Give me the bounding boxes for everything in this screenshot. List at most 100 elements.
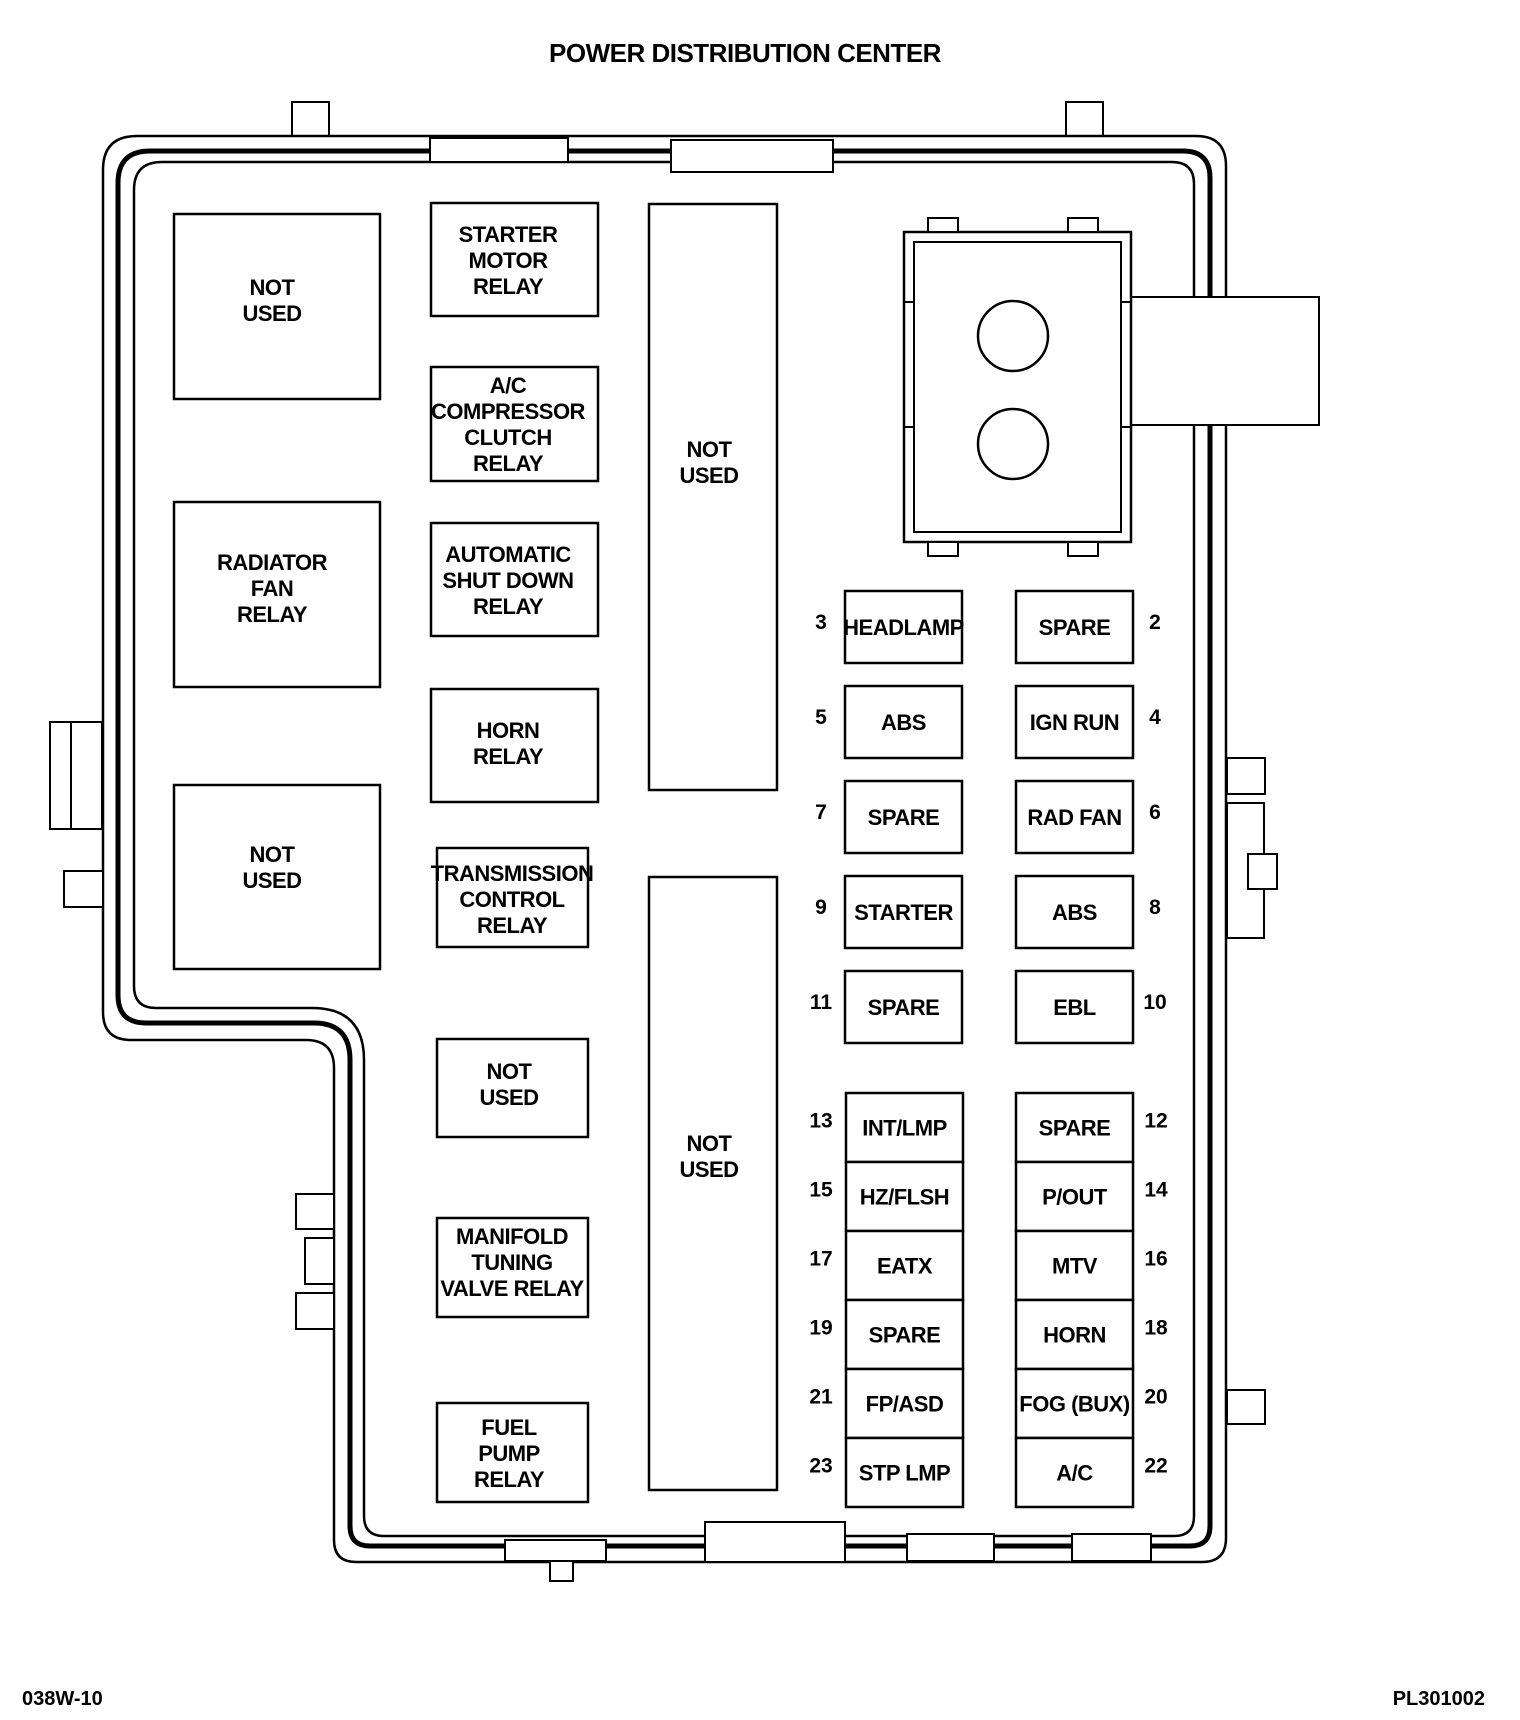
fuse-8: ABS 8: [1014, 874, 1161, 950]
fuse-label: STP LMP: [859, 1461, 950, 1486]
relay-label: NOT: [687, 437, 733, 462]
relay-transmission-control: TRANSMISSION CONTROL RELAY: [431, 846, 594, 949]
fuse-number: 20: [1144, 1386, 1167, 1409]
relay-label: USED: [242, 868, 301, 893]
relay-label: COMPRESSOR: [431, 399, 586, 424]
fuse-number: 12: [1144, 1110, 1167, 1133]
fuse-label: EBL: [1053, 995, 1096, 1020]
fuse-label: RAD FAN: [1027, 805, 1121, 830]
fuse-label: ABS: [1052, 900, 1097, 925]
relay-not-used-top: NOT USED: [172, 212, 382, 401]
fuse-label: SPARE: [1039, 615, 1111, 640]
relay-label: NOT: [687, 1131, 733, 1156]
relay-label: USED: [479, 1085, 538, 1110]
fuse-label: P/OUT: [1042, 1185, 1108, 1210]
relay-radiator-fan: RADIATOR FAN RELAY: [172, 500, 382, 689]
fuse-number: 2: [1149, 611, 1161, 634]
relay-ac-compressor-clutch: A/C COMPRESSOR CLUTCH RELAY: [429, 365, 600, 483]
fuse-4: IGN RUN 4: [1014, 684, 1161, 760]
fuse-label: EATX: [877, 1254, 933, 1279]
block-not-used-lower: NOT USED: [647, 875, 779, 1492]
relay-label: NOT: [250, 275, 296, 300]
footer-right-code: PL301002: [1393, 1688, 1485, 1710]
circuit-breaker-connector: [902, 217, 1320, 557]
relay-label: USED: [679, 463, 738, 488]
relay-label: RELAY: [237, 602, 308, 627]
block-not-used-upper: NOT USED: [647, 202, 779, 792]
relay-horn: HORN RELAY: [429, 687, 600, 804]
fuse-number: 8: [1149, 896, 1161, 919]
relay-label: RELAY: [473, 594, 544, 619]
fuse-number: 7: [815, 801, 827, 824]
fuse-label: SPARE: [869, 1323, 941, 1348]
relay-label: FUEL: [481, 1415, 537, 1440]
relay-label: USED: [679, 1157, 738, 1182]
fuse-number: 15: [809, 1179, 833, 1202]
fuse-number: 9: [815, 896, 827, 919]
relay-label: RELAY: [474, 1467, 545, 1492]
fuse-label: IGN RUN: [1030, 710, 1119, 735]
fuse-label: SPARE: [1039, 1116, 1111, 1141]
fuse-6: RAD FAN 6: [1014, 779, 1161, 855]
relay-label: NOT: [487, 1059, 533, 1084]
fuse-9: STARTER 9: [815, 874, 964, 950]
relay-label: SHUT DOWN: [442, 568, 573, 593]
relay-automatic-shut-down: AUTOMATIC SHUT DOWN RELAY: [429, 521, 600, 638]
fuse-label: STARTER: [854, 900, 953, 925]
fuse-label: A/C: [1056, 1461, 1093, 1486]
fuse-number: 6: [1149, 801, 1161, 824]
fuse-number: 19: [809, 1317, 832, 1340]
diagram-title: POWER DISTRIBUTION CENTER: [549, 38, 942, 68]
relay-label: RELAY: [473, 744, 544, 769]
terminal-circle: [976, 299, 1050, 373]
fuse-21: FP/ASD 21: [809, 1367, 965, 1440]
relay-label: TUNING: [471, 1250, 552, 1275]
fuse-number: 13: [809, 1110, 832, 1133]
relay-label: RELAY: [477, 913, 548, 938]
fuse-10: EBL 10: [1014, 969, 1167, 1045]
fuse-number: 17: [809, 1248, 832, 1271]
relay-label: A/C: [490, 373, 527, 398]
relay-not-used-mid: NOT USED: [172, 783, 382, 971]
relay-label: RELAY: [473, 274, 544, 299]
relay-label: RELAY: [473, 451, 544, 476]
fuse-2: SPARE 2: [1014, 589, 1161, 665]
fuse-label: HEADLAMP: [843, 615, 964, 640]
fuse-label: FP/ASD: [866, 1392, 944, 1417]
fuse-number: 4: [1149, 706, 1161, 729]
relay-label: TRANSMISSION: [431, 861, 594, 886]
relay-label: RADIATOR: [217, 550, 328, 575]
relay-fuel-pump: FUEL PUMP RELAY: [435, 1401, 590, 1504]
fuse-number: 21: [809, 1386, 833, 1409]
housing-notches: [429, 137, 1152, 1582]
relay-label: USED: [242, 301, 301, 326]
fuse-20: FOG (BUX)20: [1014, 1367, 1168, 1440]
housing-side-tabs: [49, 721, 1278, 1425]
relay-label: CONTROL: [459, 887, 564, 912]
relay-label: NOT: [250, 842, 296, 867]
relay-label: STARTER: [459, 222, 558, 247]
terminal-circle: [976, 407, 1050, 481]
fuse-12: SPARE 12: [1014, 1091, 1168, 1164]
fuse-11: SPARE 11: [810, 969, 964, 1045]
fuse-number: 10: [1143, 991, 1166, 1014]
fuse-label: SPARE: [868, 995, 940, 1020]
fuse-number: 11: [810, 991, 833, 1014]
fuse-number: 22: [1144, 1455, 1167, 1478]
relay-label: FAN: [251, 576, 294, 601]
relay-label: VALVE RELAY: [440, 1276, 584, 1301]
fuse-17: EATX 17: [809, 1229, 965, 1302]
relay-sockets: NOT USED RADIATOR FAN RELAY NOT USED STA…: [172, 201, 779, 1504]
relay-starter-motor: STARTER MOTOR RELAY: [429, 201, 600, 318]
relay-label: PUMP: [478, 1441, 540, 1466]
footer-left-code: 038W-10: [22, 1688, 103, 1710]
